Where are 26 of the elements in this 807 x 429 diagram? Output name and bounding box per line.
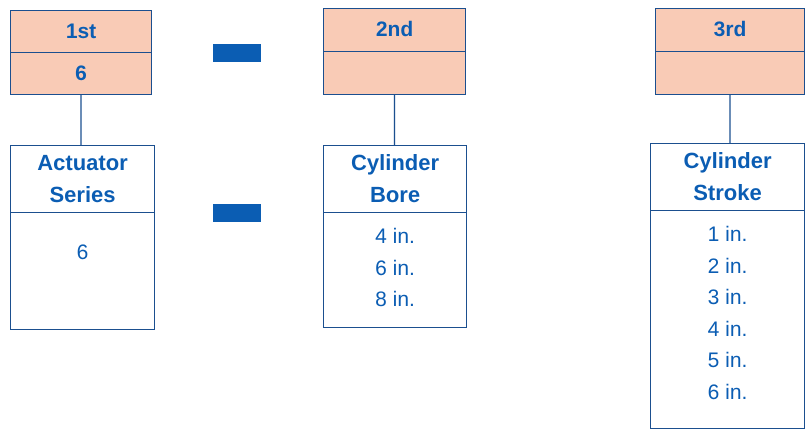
option-value: 4 in. <box>375 224 415 250</box>
option-value: 4 in. <box>708 316 748 342</box>
option-table <box>323 145 467 328</box>
option-table <box>10 145 155 330</box>
table-heading: Cylinder Bore <box>350 149 440 209</box>
table-heading: Actuator Series <box>36 149 129 209</box>
option-value: 1 in. <box>708 222 748 248</box>
option-value: 2 in. <box>708 254 748 280</box>
code-value: 6 <box>75 60 87 87</box>
connector-line <box>80 95 82 145</box>
connector-line <box>729 95 731 143</box>
option-table <box>650 143 805 429</box>
option-value: 8 in. <box>375 287 415 313</box>
option-value: 6 in. <box>375 256 415 282</box>
code-box <box>655 8 805 95</box>
position-heading: 2nd <box>376 17 414 44</box>
connector-line <box>394 95 396 145</box>
option-value: 6 <box>76 240 88 266</box>
position-heading: 1st <box>66 18 96 45</box>
option-value: 5 in. <box>708 348 748 374</box>
code-box <box>323 8 466 95</box>
option-value: 6 in. <box>708 380 748 406</box>
position-heading: 3rd <box>714 17 746 44</box>
option-value: 3 in. <box>708 285 748 311</box>
table-heading: Cylinder Stroke <box>682 147 773 207</box>
code-box <box>10 10 152 95</box>
